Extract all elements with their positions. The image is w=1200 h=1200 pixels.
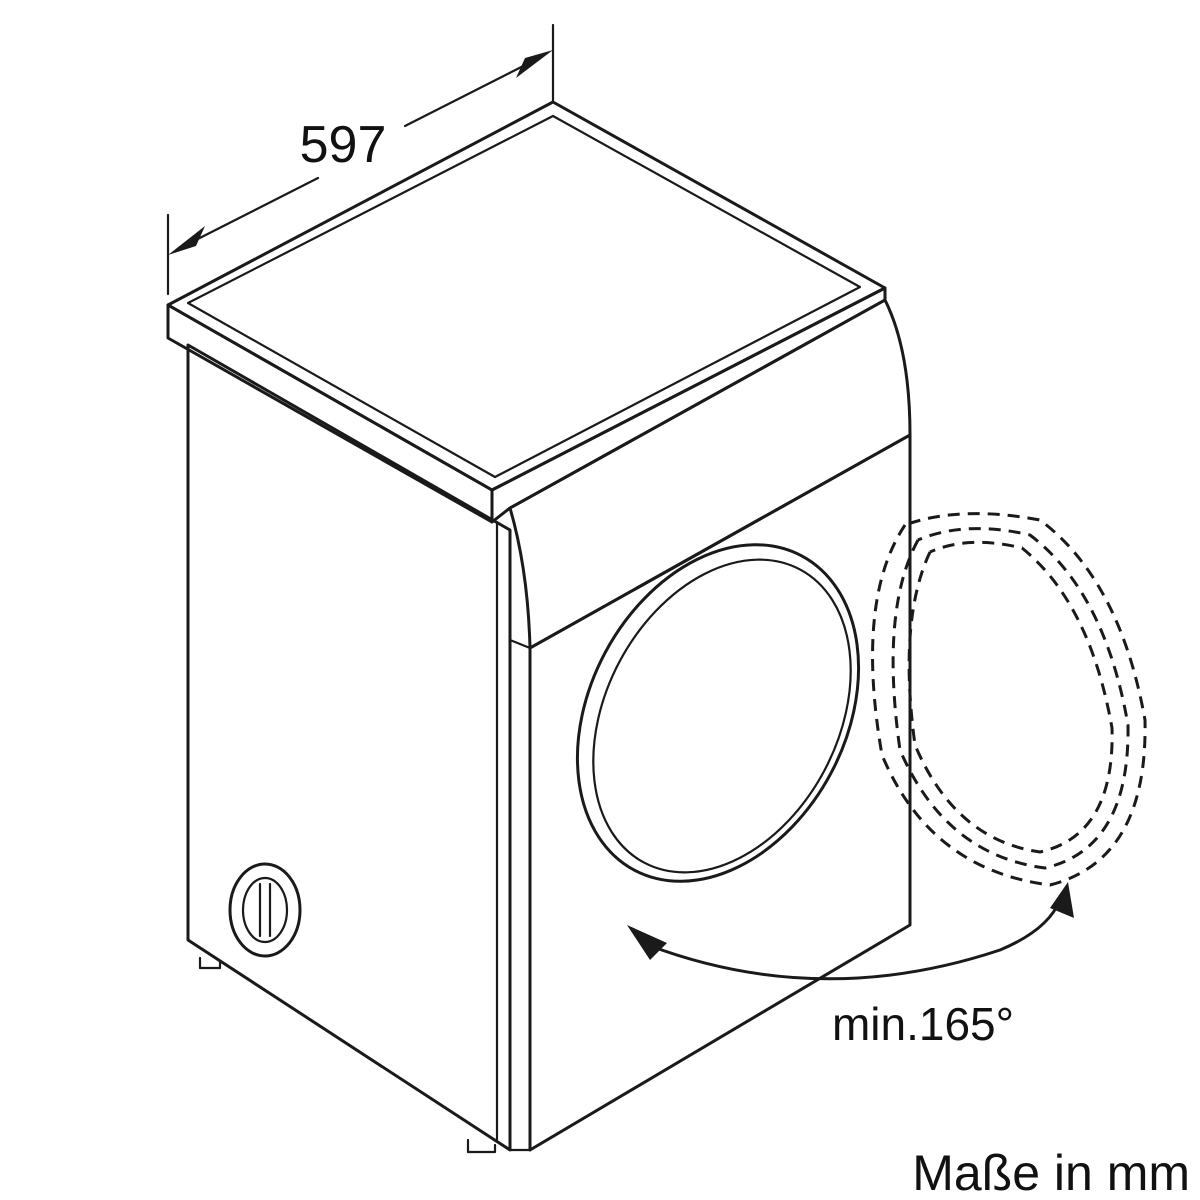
dimension-arrow-right bbox=[516, 50, 553, 78]
door-porthole bbox=[575, 543, 861, 883]
foot-left bbox=[198, 956, 222, 970]
units-note: Maße in mm bbox=[912, 1145, 1190, 1200]
dimension-arrow-left bbox=[168, 226, 205, 255]
door-swing-indicator: min.165° bbox=[627, 882, 1074, 1050]
width-dimension: 597 bbox=[166, 23, 555, 296]
open-door-inner-dashed-1 bbox=[891, 527, 1130, 870]
foot-front bbox=[466, 1138, 497, 1154]
dimension-line-left bbox=[178, 176, 320, 250]
open-door-inner-dashed-2 bbox=[907, 540, 1114, 854]
worktop-front-edge bbox=[166, 303, 494, 524]
dryer-body bbox=[166, 100, 912, 1154]
worktop-inner-panel bbox=[186, 114, 862, 479]
swing-arrow-end bbox=[1050, 882, 1074, 918]
side-vent-inner-ring bbox=[241, 876, 289, 944]
swing-arrow-start bbox=[627, 925, 667, 960]
worktop-top-face bbox=[166, 100, 887, 492]
left-side-panel bbox=[186, 343, 512, 1152]
open-door-outline bbox=[871, 512, 1147, 887]
door-swing-arc bbox=[646, 898, 1062, 981]
front-panel bbox=[528, 433, 912, 1152]
fascia-bottom-corner bbox=[508, 638, 532, 650]
door-porthole-inner bbox=[592, 558, 852, 874]
dimension-line-right bbox=[403, 54, 545, 128]
door-angle-label: min.165° bbox=[832, 998, 1014, 1050]
open-door-outer-dashed bbox=[871, 512, 1147, 887]
side-vent-grille bbox=[228, 862, 302, 958]
control-panel-fascia bbox=[508, 298, 912, 650]
width-dimension-label: 597 bbox=[300, 116, 387, 174]
